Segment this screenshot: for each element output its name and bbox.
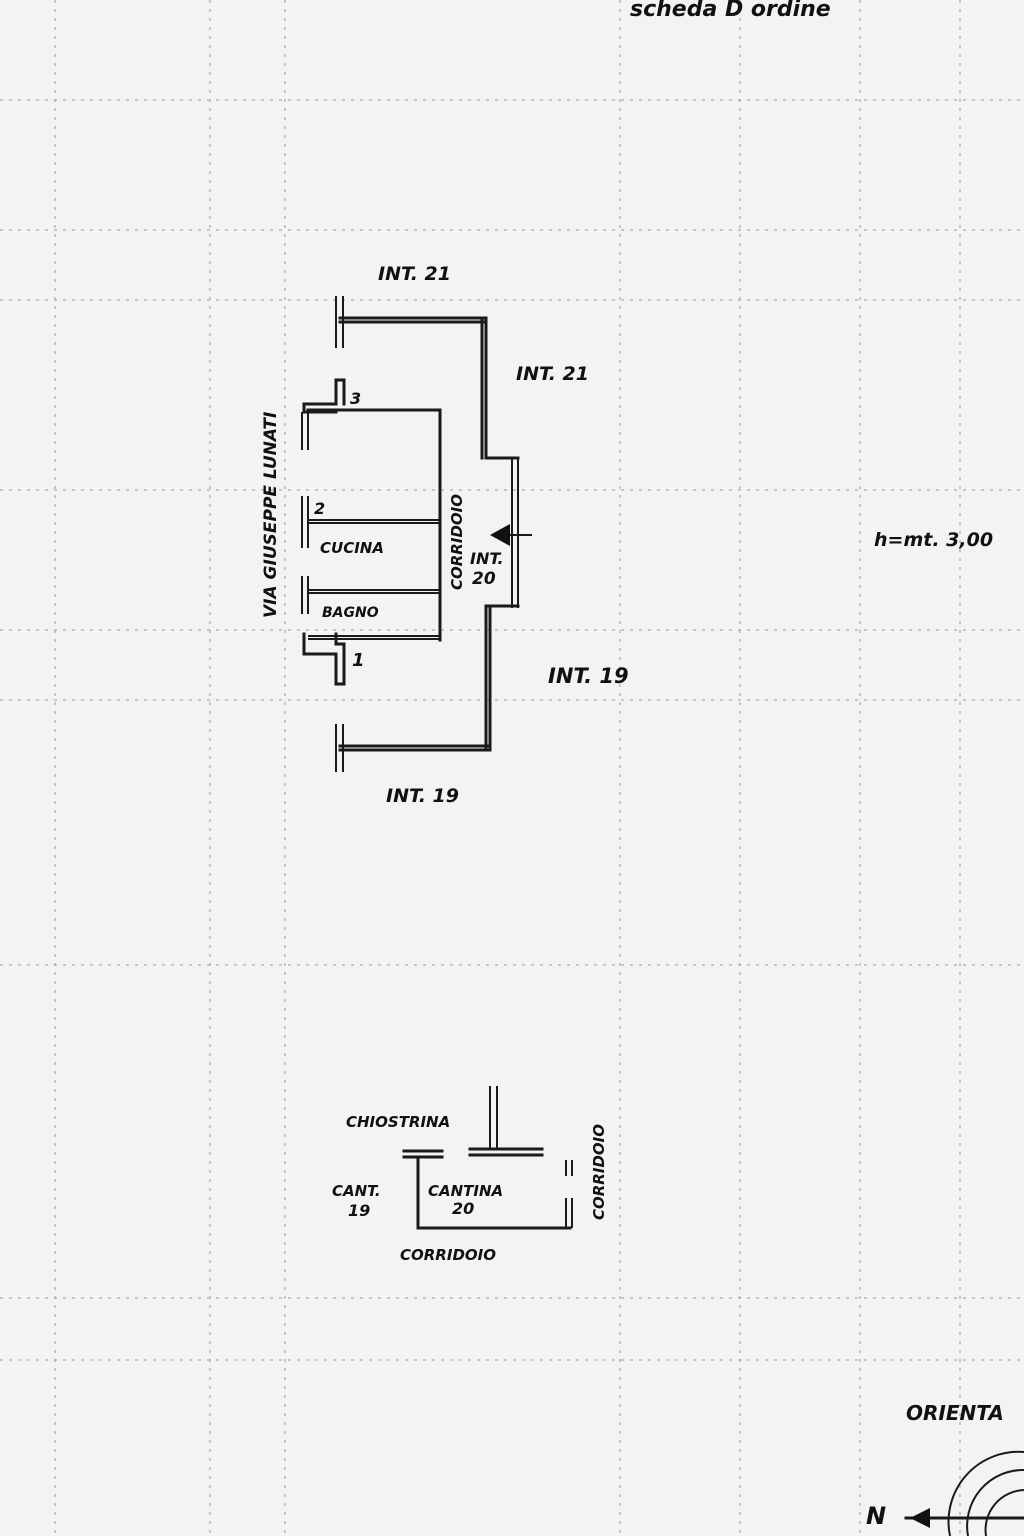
- cantina-20-label-line1: CANTINA: [428, 1182, 503, 1200]
- ceiling-height-label: h=mt. 3,00: [874, 529, 993, 551]
- room-cucina-label: CUCINA: [320, 539, 384, 557]
- orientation-title: ORIENTA: [906, 1401, 1004, 1425]
- cantina-20-label-line2: 20: [452, 1199, 474, 1218]
- cantina-19-label-line2: 19: [348, 1201, 370, 1220]
- room-bagno-label: BAGNO: [322, 605, 379, 621]
- cantina-19-label-line1: CANT.: [332, 1182, 381, 1200]
- window-3-label: 3: [350, 389, 361, 408]
- entrance-arrow-icon: [490, 524, 510, 546]
- neighbor-right-bottom-label: INT. 19: [548, 664, 629, 688]
- room-corridoio-label: CORRIDOIO: [448, 494, 466, 590]
- neighbor-top-label: INT. 21: [378, 263, 451, 285]
- unit-int-label: INT.: [470, 549, 504, 568]
- corridoio-right-label: CORRIDOIO: [590, 1124, 608, 1220]
- street-label: VIA GIUSEPPE LUNATI: [261, 412, 281, 618]
- unit-number-label: 20: [472, 569, 496, 589]
- corridoio-bottom-label: CORRIDOIO: [400, 1246, 496, 1264]
- neighbor-right-top-label: INT. 21: [516, 363, 589, 385]
- neighbor-bottom-label: INT. 19: [386, 785, 459, 807]
- chiostrina-label: CHIOSTRINA: [346, 1113, 450, 1131]
- header-scribble: scheda D ordine: [630, 0, 831, 22]
- window-1-label: 1: [352, 650, 365, 671]
- compass-icon: [904, 1450, 1024, 1536]
- cellar-outline: [402, 1086, 573, 1230]
- north-label: N: [866, 1502, 886, 1530]
- window-2-label: 2: [314, 499, 325, 518]
- apartment-outline: [301, 296, 520, 772]
